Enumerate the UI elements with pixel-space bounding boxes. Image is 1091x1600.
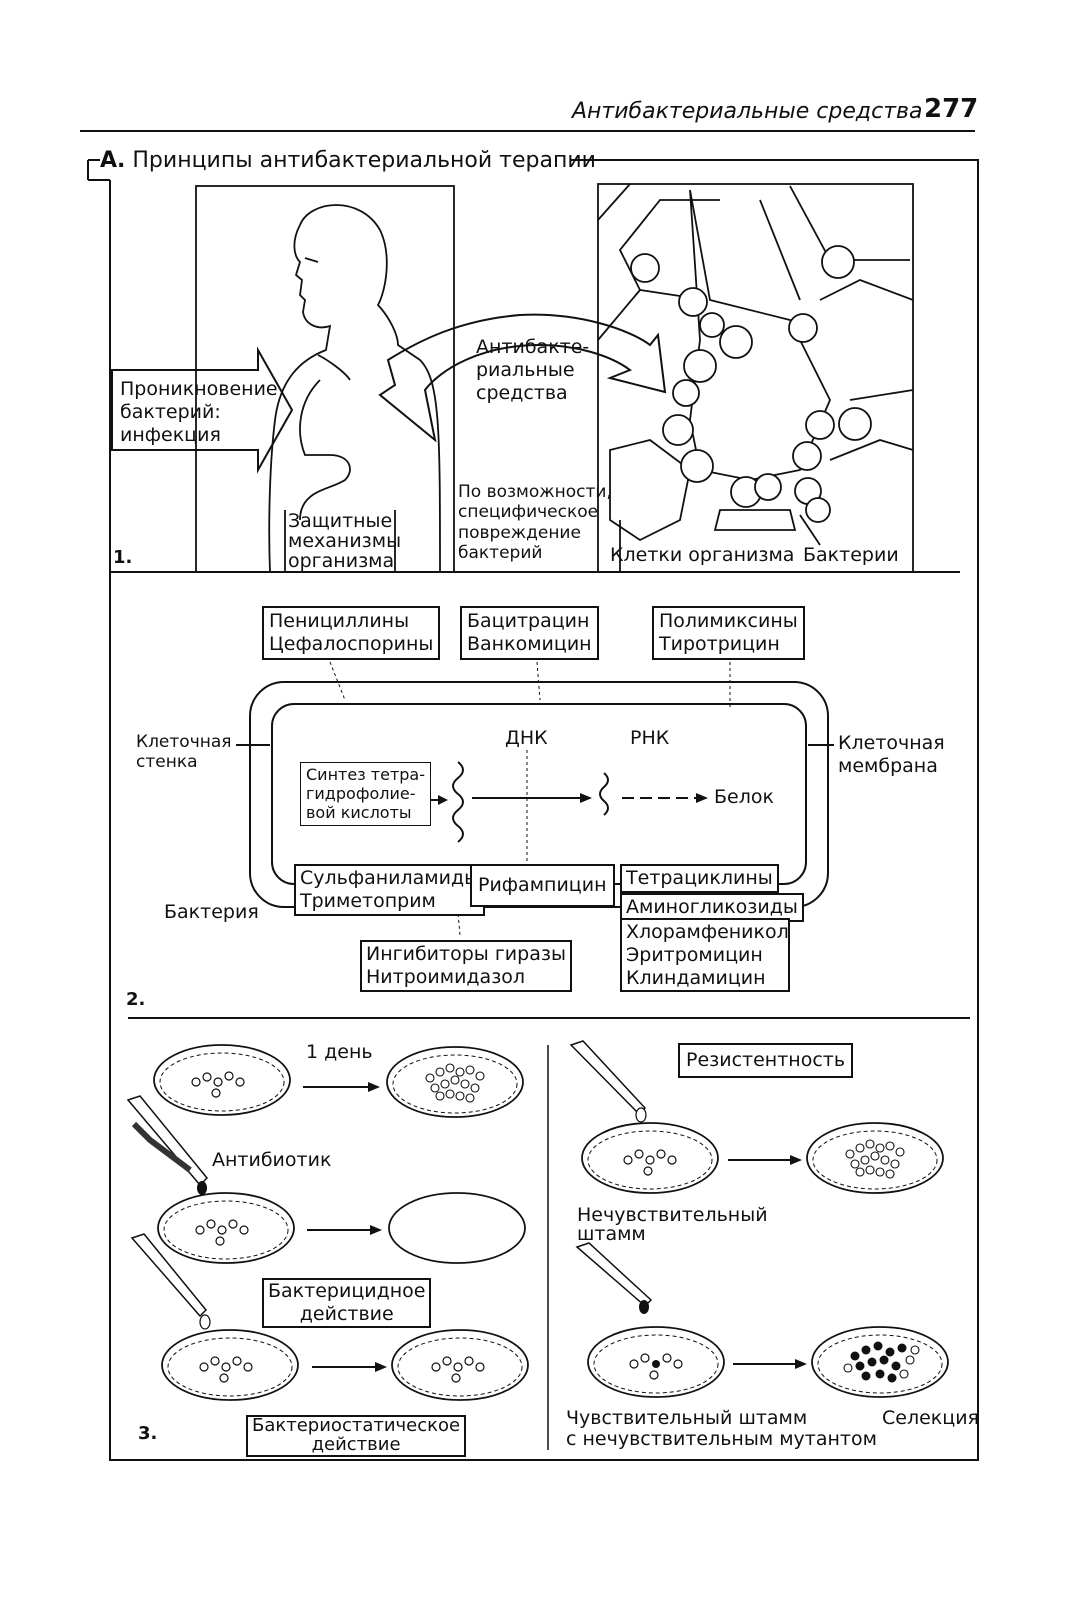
box-chloramphenicol: Хлорамфеникол Эритромицин Клиндамицин	[620, 918, 790, 993]
panel-number-2: 2.	[126, 989, 146, 1010]
person-frame	[195, 185, 455, 573]
drug-bacitracin: Бацитрацин	[467, 610, 590, 632]
drug-gyrase-inhibitors: Ингибиторы гиразы	[366, 943, 566, 965]
sensitive-strain-label: Чувствительный штамм с нечувствительным …	[566, 1408, 877, 1450]
drug-chloramphenicol: Хлорамфеникол	[626, 921, 789, 943]
cell-membrane-line-2: мембрана	[838, 754, 938, 777]
pipettes	[126, 1040, 653, 1318]
sensitive-line-2: с нечувствительным мутантом	[566, 1427, 877, 1450]
damage-line-1: По возможности,	[458, 482, 612, 502]
insensitive-line-1: Нечувствительный	[577, 1204, 768, 1226]
box-aminoglycosides: Аминогликозиды	[620, 893, 804, 922]
box-sulfonamides: Сульфаниламиды Триметоприм	[294, 864, 486, 916]
box-tetracyclines: Тетрациклины	[620, 864, 779, 893]
box-gyrase-inhibitors: Ингибиторы гиразы Нитроимидазол	[360, 940, 572, 992]
outer-frame	[88, 159, 979, 1461]
drug-erythromycin: Эритромицин	[626, 943, 763, 966]
antibacterial-line-2: риальные	[476, 358, 575, 381]
box-bactericidal: Бактерицидное действие	[262, 1278, 432, 1328]
box-thf-synthesis: Синтез тетра- гидрофолие- вой кислоты	[300, 762, 432, 826]
antibacterial-line-1: Антибакте-	[476, 336, 590, 358]
drug-polymyxins: Полимиксины	[659, 610, 798, 632]
section-title-text: Принципы антибактериальной терапии	[132, 148, 596, 173]
thf-line-3: вой кислоты	[306, 803, 412, 823]
dna-label: ДНК	[505, 727, 548, 749]
cell-wall-label: Клеточная стенка	[136, 732, 232, 773]
section-letter: А.	[100, 148, 126, 173]
box-bacitracin: Бацитрацин Ванкомицин	[460, 606, 599, 660]
tissue-frame	[597, 183, 914, 573]
body-cells-label: Клетки организма	[610, 544, 795, 566]
drug-tyrothricin: Тиротрицин	[659, 632, 780, 655]
specific-damage-label: По возможности, специфическое повреждени…	[458, 482, 612, 564]
antibacterial-agents-label: Антибакте- риальные средства	[476, 336, 589, 404]
cell-membrane-label: Клеточная мембрана	[838, 732, 945, 778]
drug-nitroimidazole: Нитроимидазол	[366, 965, 526, 988]
dense-colonies	[425, 1063, 905, 1179]
insensitive-line-2: штамм	[577, 1223, 646, 1245]
defense-label: Защитные механизмы организма	[288, 510, 402, 572]
drug-vancomycin: Ванкомицин	[467, 632, 592, 655]
running-header-title: Антибактериальные средства	[572, 99, 923, 124]
drug-sulfonamides: Сульфаниламиды	[300, 867, 480, 889]
rna-strand	[599, 772, 609, 816]
box-resistance: Резистентность	[678, 1043, 854, 1078]
box-polymyxins: Полимиксины Тиротрицин	[652, 606, 805, 660]
defense-line-2: механизмы	[288, 529, 402, 552]
bacteriostatic-line-2: действие	[311, 1433, 401, 1455]
defense-line-3: организма	[288, 549, 395, 572]
damage-line-2: специфическое	[458, 502, 599, 523]
drug-rifampicin: Рифампицин	[478, 874, 607, 896]
panel-number-3: 3.	[138, 1423, 158, 1444]
defense-line-1: Защитные	[288, 510, 393, 532]
infection-line-1: Проникновение	[120, 378, 278, 400]
sensitive-line-1: Чувствительный штамм	[566, 1407, 808, 1429]
rna-label: РНК	[630, 727, 670, 749]
bactericidal-line-2: действие	[299, 1302, 394, 1325]
colonies	[191, 1071, 683, 1383]
damage-line-3: повреждение	[458, 522, 581, 543]
infection-line-3: инфекция	[120, 423, 221, 446]
cell-membrane-line-1: Клеточная	[838, 732, 945, 754]
header-rule	[80, 130, 975, 132]
cell-wall-line-1: Клеточная	[136, 732, 232, 752]
box-rifampicin: Рифампицин	[470, 864, 615, 907]
bacterium-label: Бактерия	[164, 901, 259, 923]
infection-line-2: бактерий:	[120, 400, 221, 423]
selected-colonies	[850, 1341, 907, 1383]
drug-penicillins: Пенициллины	[269, 610, 410, 632]
insensitive-strain-label: Нечувствительный штамм	[577, 1206, 768, 1244]
infection-label: Проникновение бактерий: инфекция	[120, 378, 278, 446]
box-penicillins: Пенициллины Цефалоспорины	[262, 606, 441, 660]
dna-strand	[452, 761, 464, 843]
resistance-label: Резистентность	[686, 1049, 846, 1071]
drug-tetracyclines: Тетрациклины	[626, 867, 773, 889]
petri-dishes	[153, 1044, 949, 1401]
thf-line-2: гидрофолие-	[306, 784, 416, 804]
person-outline	[299, 204, 441, 573]
protein-label: Белок	[714, 786, 774, 808]
mutant-colony	[652, 1360, 660, 1368]
box-bacteriostatic: Бактериостатическое действие	[246, 1415, 467, 1457]
bactericidal-line-1: Бактерицидное	[268, 1280, 426, 1302]
antibiotic-label: Антибиотик	[212, 1149, 332, 1171]
cell-wall-line-2: стенка	[136, 752, 198, 773]
bacteria-circles	[630, 245, 872, 523]
section-title: А. Принципы антибактериальной терапии	[100, 148, 596, 173]
drug-trimethoprim: Триметоприм	[300, 889, 436, 912]
antibacterial-line-3: средства	[476, 381, 568, 404]
drug-clindamycin: Клиндамицин	[626, 966, 766, 989]
panel-number-1: 1.	[113, 547, 133, 568]
drug-aminoglycosides: Аминогликозиды	[626, 896, 798, 918]
bacteriostatic-line-1: Бактериостатическое	[252, 1415, 461, 1436]
page-number: 277	[924, 94, 979, 124]
thf-line-1: Синтез тетра-	[306, 765, 426, 784]
drug-cephalosporins: Цефалоспорины	[269, 632, 434, 655]
bacteria-label: Бактерии	[803, 544, 899, 566]
selection-label: Селекция	[882, 1407, 979, 1429]
one-day-label: 1 день	[306, 1041, 373, 1063]
damage-line-4: бактерий	[458, 543, 543, 564]
